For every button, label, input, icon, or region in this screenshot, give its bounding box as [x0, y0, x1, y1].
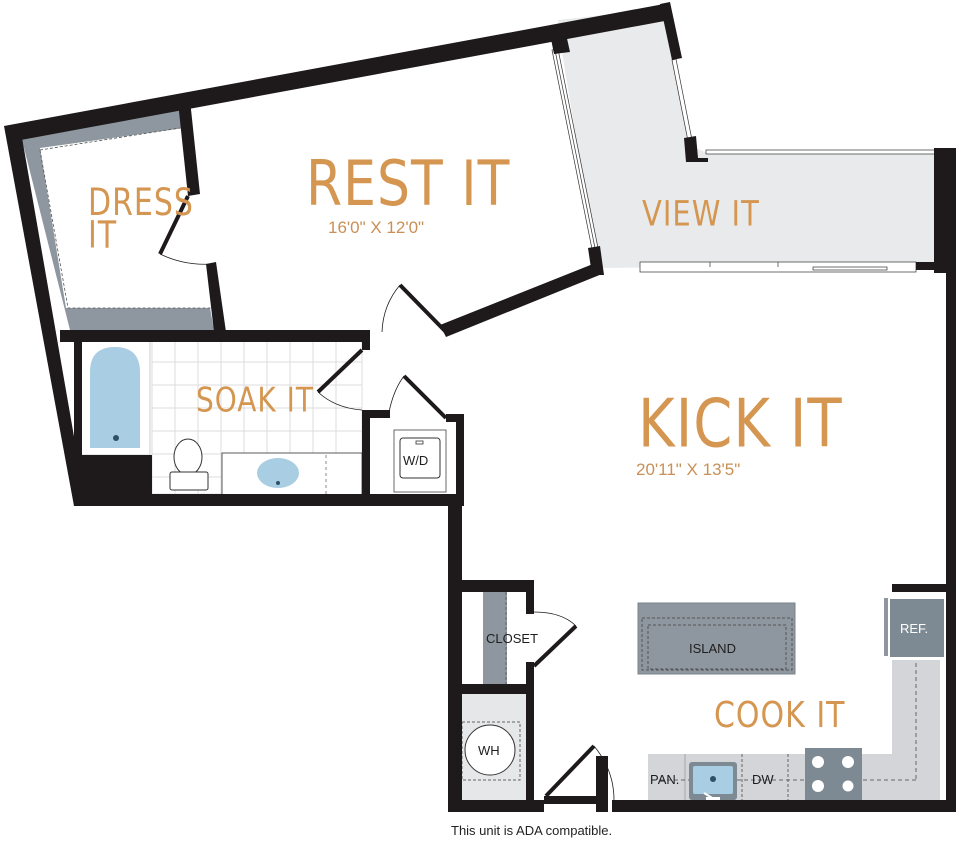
kitchen-island: [637, 602, 796, 675]
burner-icon: [812, 756, 824, 768]
room-label-cook: COOK IT: [714, 694, 846, 736]
room-label-view: VIEW IT: [642, 193, 760, 234]
bathtub: [90, 347, 140, 448]
label-island: ISLAND: [689, 641, 736, 656]
room-dimensions-rest: 16'0" X 12'0": [328, 218, 424, 237]
room-label-soak: SOAK IT: [196, 381, 314, 420]
walls: [4, 2, 956, 812]
ada-note: This unit is ADA compatible.: [451, 823, 613, 838]
refrigerator: [890, 599, 944, 657]
cooktop: [805, 748, 862, 801]
sink: [257, 458, 299, 488]
label-dishwasher: DW: [752, 772, 774, 787]
closet-shelf: [483, 592, 507, 684]
label-pantry: PAN.: [650, 772, 679, 787]
balcony-area: [558, 8, 946, 268]
washer-dryer: [399, 437, 441, 479]
label-closet: CLOSET: [486, 631, 538, 646]
room-label-rest: REST IT: [306, 148, 510, 221]
room-label-kick: KICK IT: [638, 384, 843, 462]
water-heater: [464, 724, 516, 776]
bathtub-drain-icon: [113, 435, 119, 441]
toilet: [173, 438, 203, 476]
label-water-heater: WH: [478, 743, 500, 758]
label-washer-dryer: W/D: [403, 453, 428, 468]
room-label-dress-line1: DRESS: [88, 181, 194, 225]
room-dimensions-kick: 20'11" X 13'5": [636, 460, 740, 479]
room-label-dress-line2: IT: [88, 213, 117, 257]
label-refrigerator: REF.: [900, 621, 928, 636]
